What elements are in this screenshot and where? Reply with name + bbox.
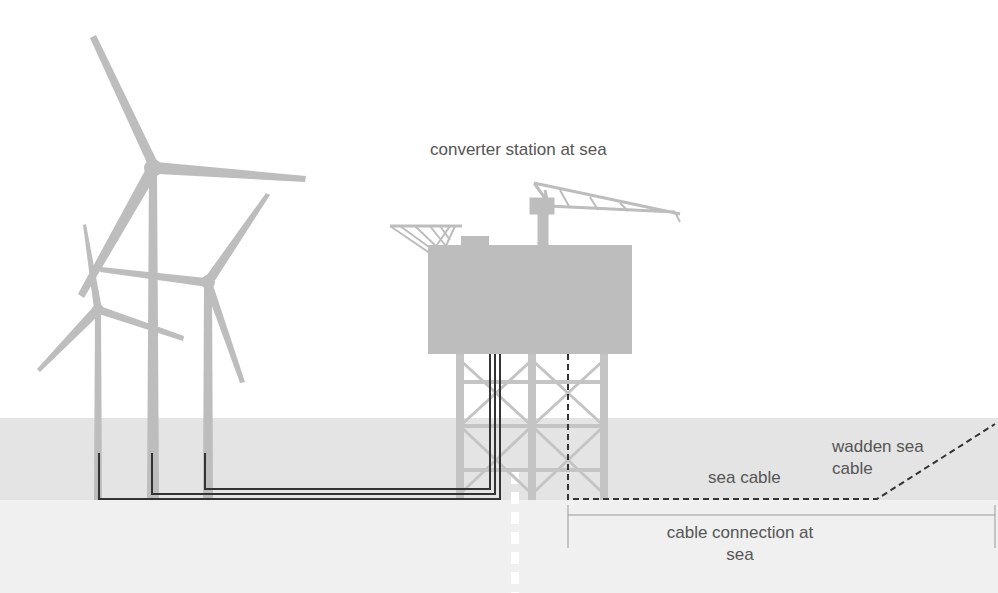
turbine-blade (83, 224, 102, 309)
seabed (0, 500, 998, 593)
turbine-blade (97, 305, 184, 341)
turbine-blade (156, 162, 306, 182)
turbine-blade (100, 267, 208, 287)
cable-label: sea cable (708, 467, 818, 489)
cable-label: wadden sea cable (832, 436, 942, 480)
turbine-hub (144, 159, 162, 177)
jacket-structure (456, 354, 608, 500)
platform-label: converter station at sea (430, 139, 690, 161)
turbine-blade (37, 306, 101, 372)
platform-deck (428, 245, 632, 354)
deck-housing (461, 236, 489, 246)
turbine-hub (92, 304, 104, 316)
wind-turbines (37, 35, 306, 500)
export-cable (568, 354, 995, 499)
crane (530, 183, 680, 245)
foundation-pile (511, 472, 519, 593)
turbine-hub (201, 275, 215, 289)
converter-platform (390, 183, 680, 500)
turbine-tower (147, 170, 159, 500)
dimension-label: cable connection at sea (655, 522, 825, 566)
turbine-blade (90, 35, 158, 165)
turbine-blade (204, 282, 245, 383)
turbine-blade (204, 193, 270, 285)
array-cables (99, 354, 500, 499)
